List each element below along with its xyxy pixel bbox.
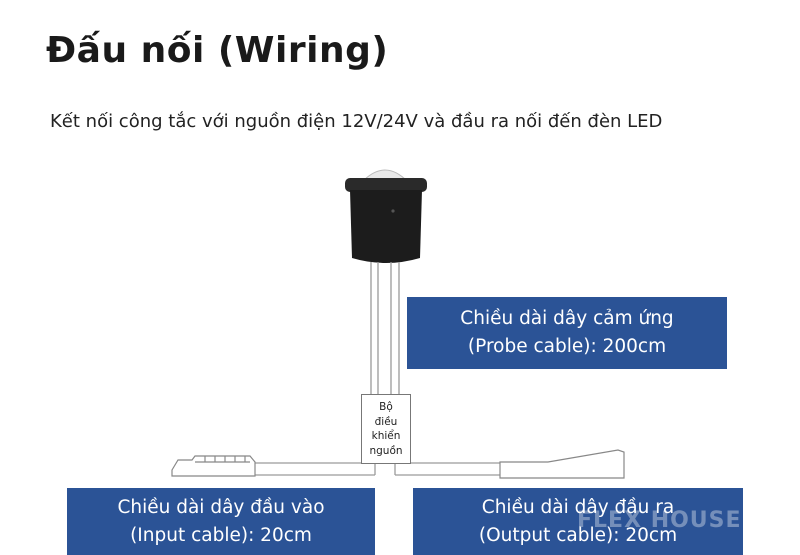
output-label-line1: Chiều dài dây đầu ra — [481, 496, 675, 518]
controller-label-line1: Bộ — [379, 401, 393, 413]
sensor-flange — [345, 178, 427, 192]
output-cable — [394, 462, 500, 476]
controller-label-line2: điều — [374, 415, 398, 428]
power-controller-box: Bộ điều khiển nguồn — [361, 394, 411, 464]
sensor-body — [350, 190, 422, 263]
probe-label-line2: (Probe cable): 200cm — [467, 336, 667, 357]
probe-label-line1: Chiều dài dây cảm ứng — [460, 308, 674, 329]
input-label-line1: Chiều dài dây đầu vào — [117, 496, 325, 518]
input-cable — [255, 462, 376, 476]
output-label-line2: (Output cable): 20cm — [478, 524, 678, 546]
output-connector — [499, 449, 625, 479]
watermark: FLEX HOUSE.V — [577, 508, 769, 533]
probe-wires — [370, 262, 400, 394]
input-connector — [171, 455, 256, 477]
sensor-dot — [391, 209, 395, 213]
controller-label-line4: nguồn — [369, 444, 403, 457]
page-title: Đấu nối (Wiring) — [46, 30, 389, 71]
output-cable-label: Chiều dài dây đầu ra (Output cable): 20c… — [413, 488, 743, 555]
input-cable-label: Chiều dài dây đầu vào (Input cable): 20c… — [67, 488, 375, 555]
page-subtitle: Kết nối công tắc với nguồn điện 12V/24V … — [50, 111, 663, 132]
input-label-line2: (Input cable): 20cm — [130, 524, 312, 546]
controller-label-line3: khiển — [371, 430, 401, 442]
probe-cable-label: Chiều dài dây cảm ứng (Probe cable): 200… — [407, 297, 727, 369]
